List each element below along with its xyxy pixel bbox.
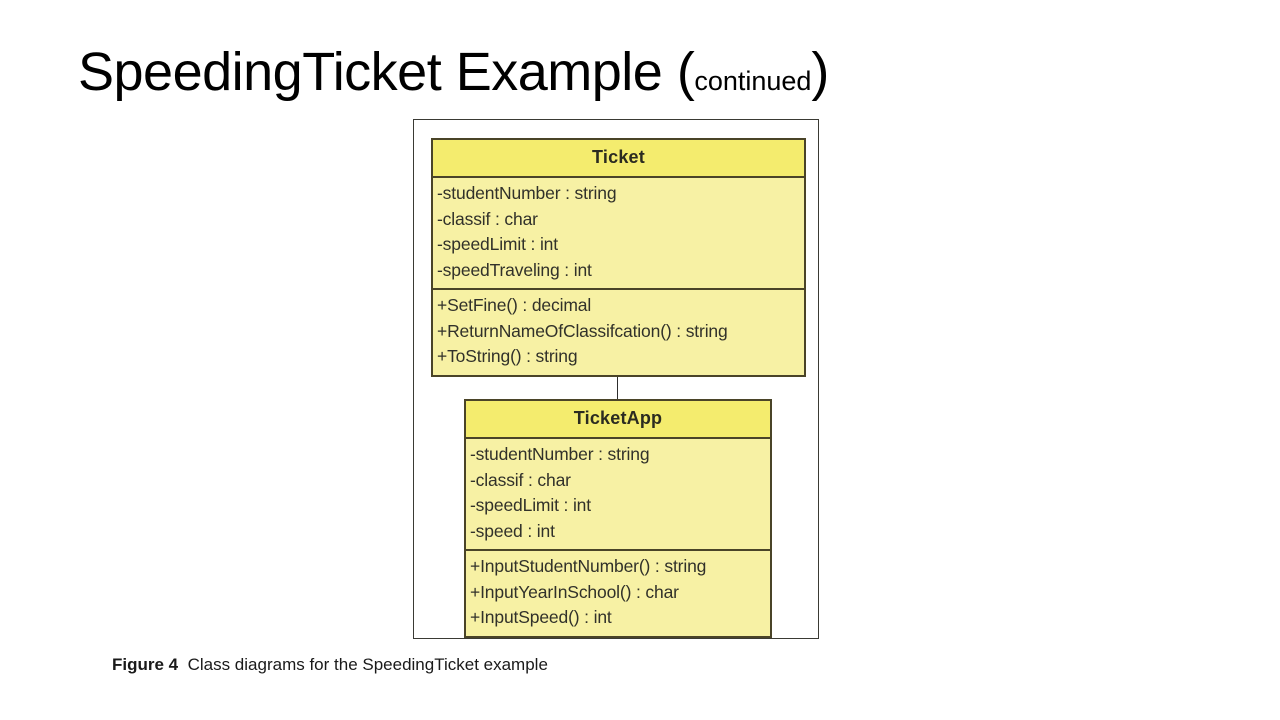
uml-method-row: +InputSpeed() : int [470,607,612,627]
page-title: SpeedingTicket Example (continued) [78,44,829,101]
figure-frame: Ticket -studentNumber : string -classif … [413,119,819,639]
figure-caption: Figure 4 Class diagrams for the Speeding… [112,655,548,675]
uml-class-ticket: Ticket -studentNumber : string -classif … [431,138,806,377]
page-title-paren-open: ( [676,42,695,102]
uml-method-row: +ReturnNameOfClassifcation() : string [437,320,728,341]
uml-attribute-row: -speedLimit : int [437,234,558,254]
association-connector [617,360,618,400]
uml-method-row: +ToString() : string [437,346,578,366]
figure-caption-text [178,655,187,674]
uml-method-row: +SetFine() : decimal [437,295,592,315]
uml-attribute-row: -studentNumber : string [470,444,650,464]
uml-class-ticket-attributes: -studentNumber : string -classif : char … [433,178,804,288]
page-title-continued: continued [694,66,812,96]
figure-caption-label: Figure 4 [112,655,179,674]
uml-attribute-row: -speed : int [470,520,555,541]
uml-attribute-row: -speedLimit : int [470,495,591,515]
uml-class-ticketapp-methods: +InputStudentNumber() : string +InputYea… [466,549,770,636]
figure-caption-description: Class diagrams for the SpeedingTicket ex… [187,655,548,674]
uml-method-row: +InputYearInSchool() : char [470,581,679,602]
uml-attribute-row: -studentNumber : string [437,183,617,203]
uml-class-ticket-methods: +SetFine() : decimal +ReturnNameOfClassi… [433,288,804,375]
uml-class-ticketapp-attributes: -studentNumber : string -classif : char … [466,439,770,549]
uml-attribute-row: -classif : char [437,208,538,229]
uml-class-ticket-name: Ticket [433,140,804,178]
uml-method-row: +InputStudentNumber() : string [470,556,707,576]
uml-attribute-row: -speedTraveling : int [437,259,592,280]
uml-class-ticketapp-name: TicketApp [466,401,770,439]
uml-class-ticketapp: TicketApp -studentNumber : string -class… [464,399,772,638]
uml-attribute-row: -classif : char [470,469,571,490]
page-title-paren-close: ) [811,42,829,102]
page-title-main: SpeedingTicket Example [78,42,677,102]
